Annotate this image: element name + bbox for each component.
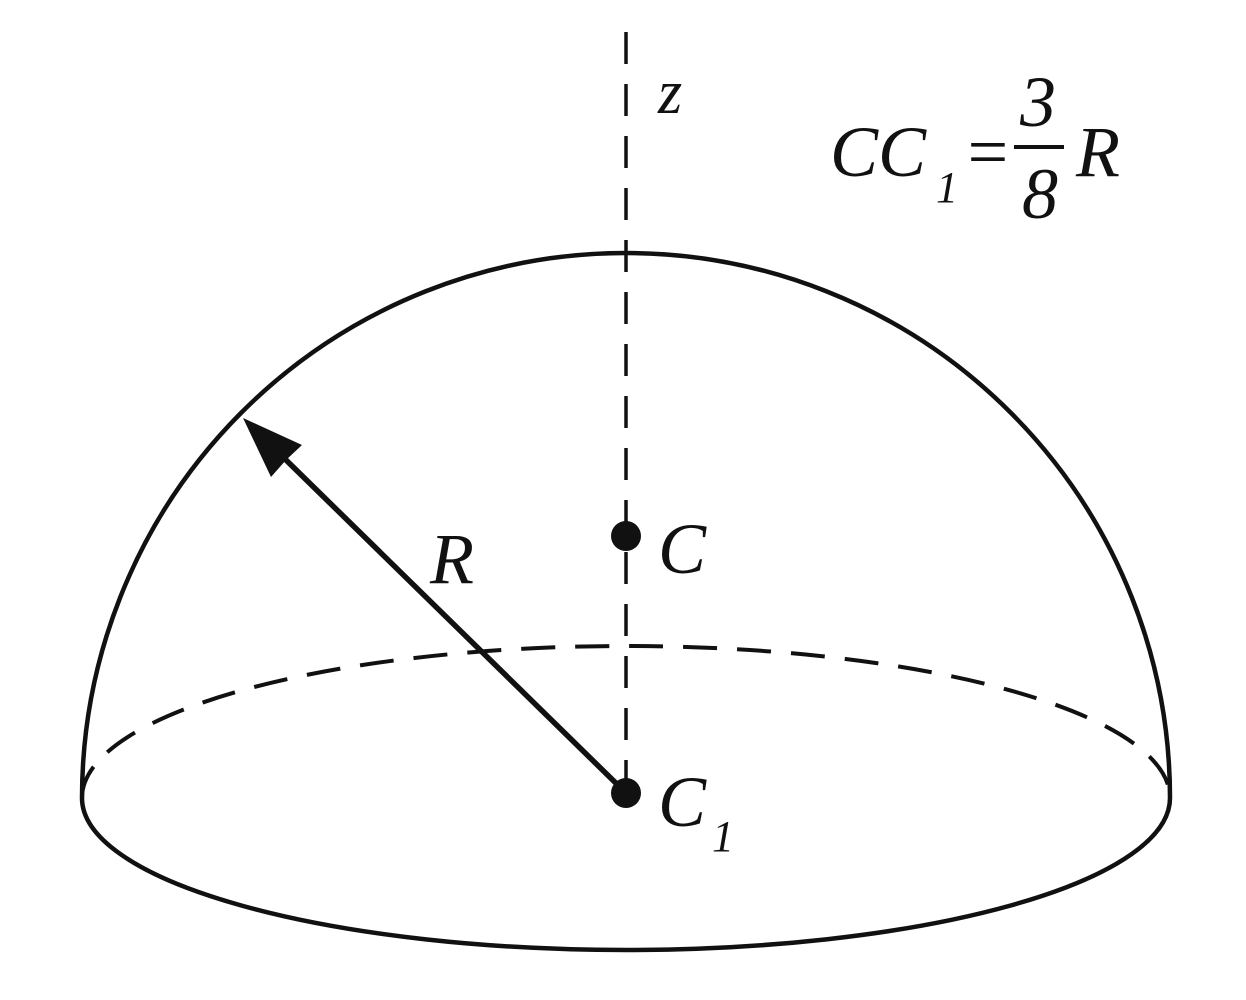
- center-of-mass-point: [611, 521, 641, 551]
- z-axis-label: z: [657, 59, 682, 127]
- formula-lhs: CC: [830, 112, 927, 192]
- base-center-subscript: 1: [712, 812, 734, 861]
- base-center-point: [611, 778, 641, 808]
- formula-denominator: 8: [1022, 154, 1058, 234]
- radius-label: R: [429, 519, 474, 599]
- formula-lhs-subscript: 1: [936, 163, 958, 212]
- formula-equals: =: [963, 112, 1012, 192]
- hemisphere-outline: [79, 250, 1173, 953]
- formula-radius: R: [1075, 112, 1120, 192]
- radius-vector-line: [283, 457, 629, 796]
- radius-arrowhead: [243, 418, 302, 477]
- base-center-label: C: [658, 762, 707, 842]
- formula-numerator: 3: [1019, 62, 1056, 142]
- centroid-formula: CC 1 = 3 8 R: [830, 62, 1120, 234]
- center-of-mass-label: C: [658, 509, 707, 589]
